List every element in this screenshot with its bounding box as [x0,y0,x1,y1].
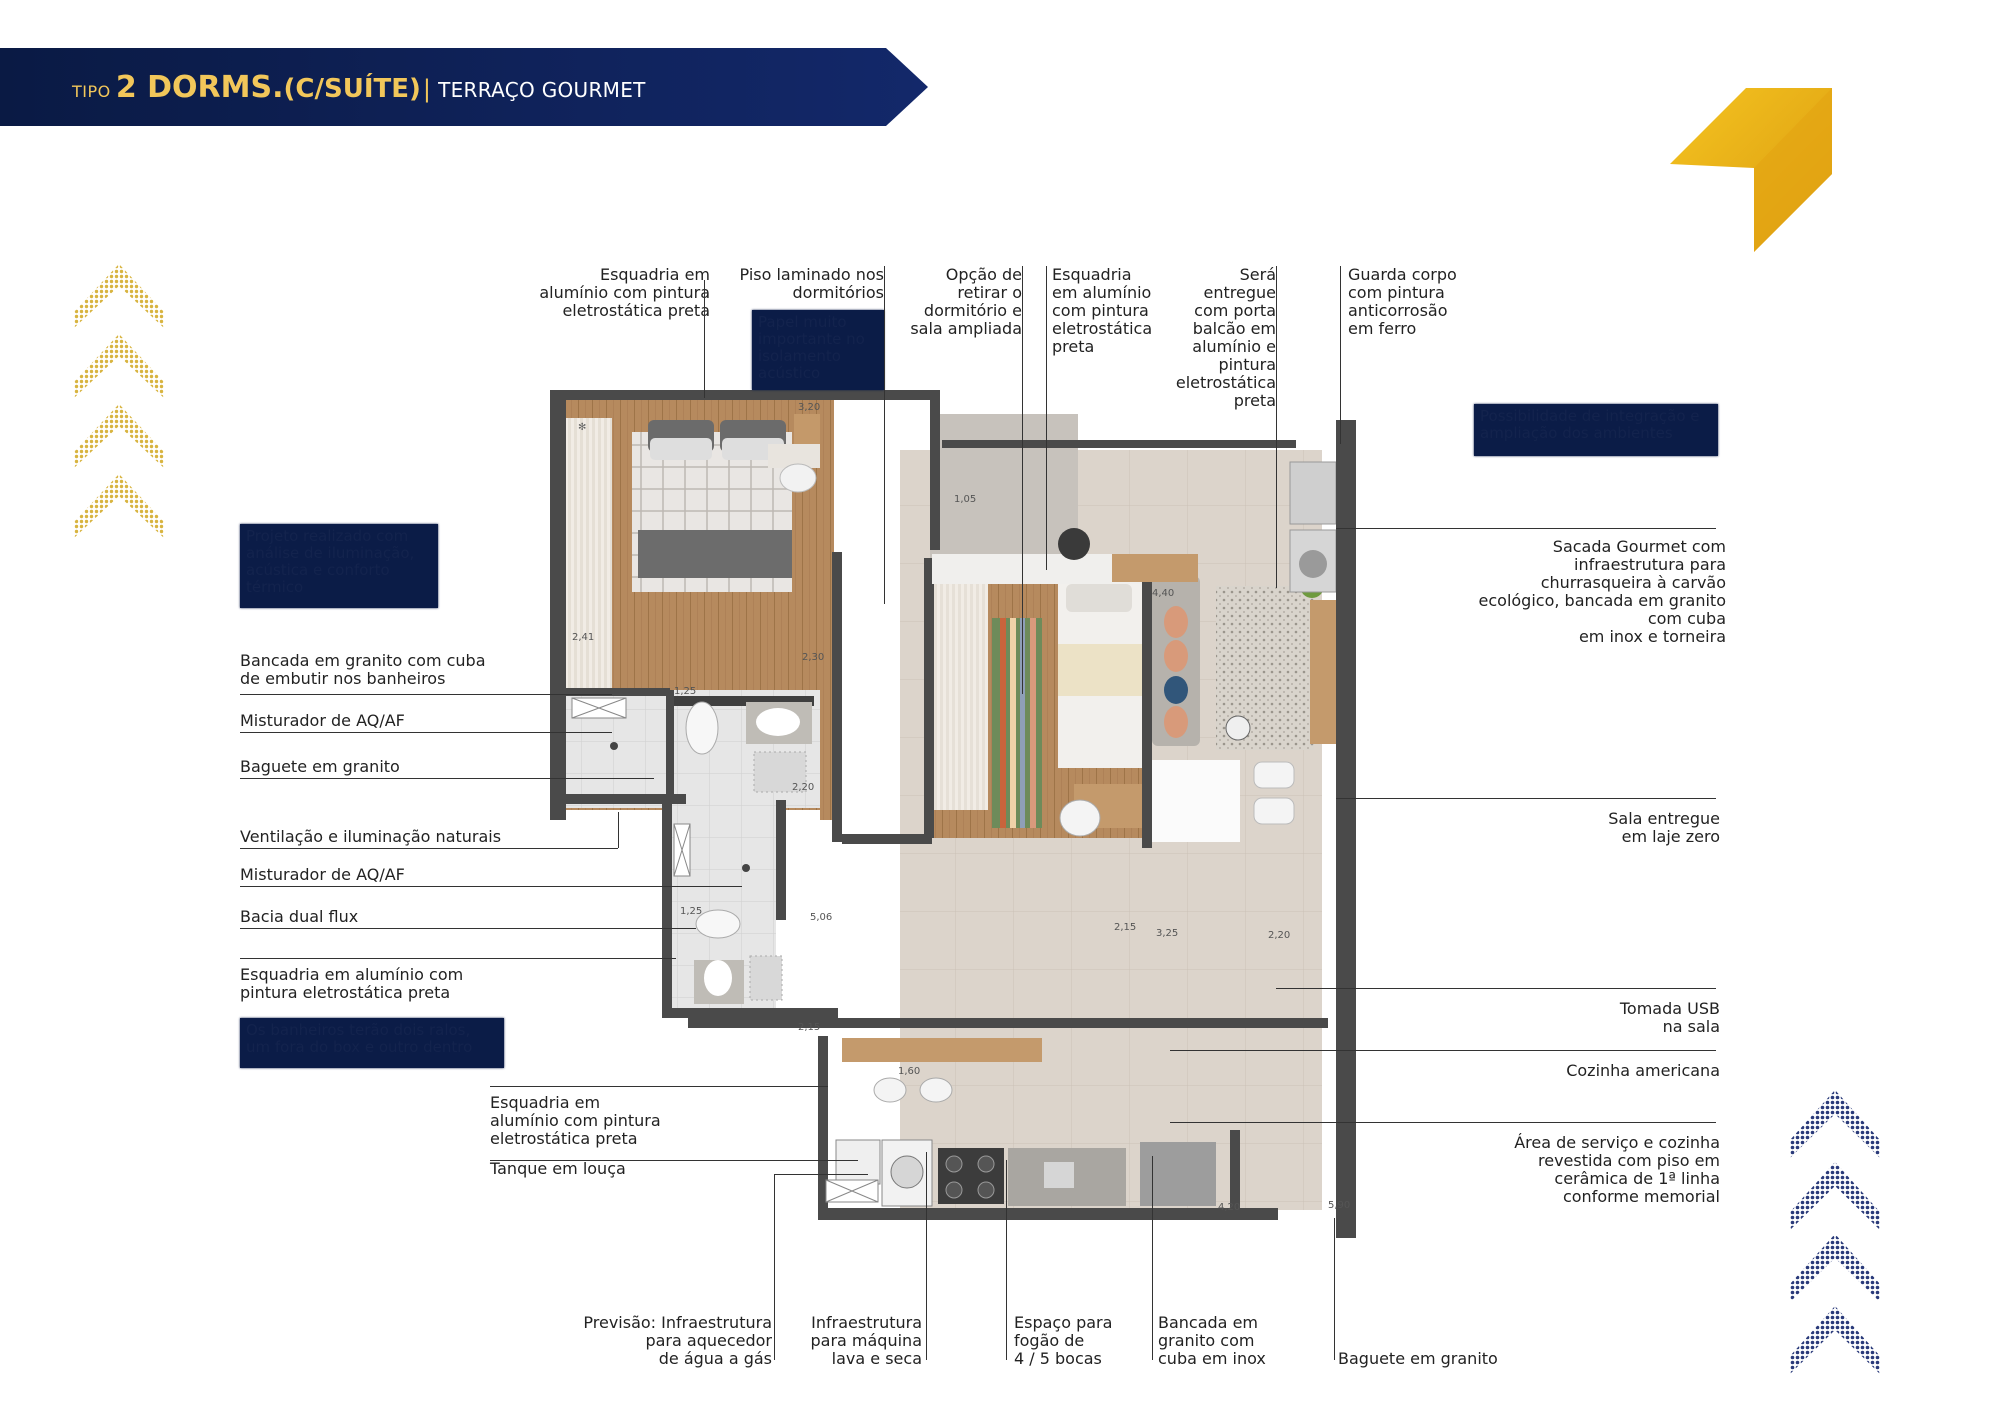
label-esquadria-top: Esquadria em alumínio com pintura eletro… [539,265,710,320]
label-misturador-2: Misturador de AQ/AF [240,865,405,884]
label-piso-laminado: Piso laminado nos dormitórios [739,265,884,302]
leader-line [1336,798,1716,800]
dim-label: 5,90 [1328,1200,1350,1211]
label-area-servico: Área de serviço e cozinha revestida com … [1514,1133,1720,1206]
leader-line [240,886,742,888]
leader-line [774,1174,868,1176]
leader-line [1336,528,1716,530]
label-opcao-dormitorio: Opção de retirar o dormitório e sala amp… [910,265,1022,338]
navy-chevron-icon [1790,1090,1880,1374]
header-title: TIPO 2 DORMS.(C/SUÍTE)| TERRAÇO GOURMET [72,70,646,105]
dim-label: 1,05 [954,494,976,505]
leader-line [618,812,620,848]
label-previsao-aquecedor: Previsão: Infraestrutura para aquecedor … [583,1313,772,1368]
label-sala-laje: Sala entregue em laje zero [1608,809,1720,846]
dim-label: 2,41 [572,632,594,643]
dim-label: 2,15 [1114,922,1136,933]
dim-label: 2,15 [798,1022,820,1033]
header-dorms: 2 DORMS. [115,70,284,105]
leader-line [884,266,886,604]
leader-line [1170,1050,1716,1052]
note-projeto: Projeto realizado com análise de ilumina… [240,524,438,608]
label-esquadria-servico: Esquadria em alumínio com pintura eletro… [490,1093,661,1148]
logo-arrow-icon [1670,88,1832,252]
leader-line [1276,266,1278,588]
dim-label: 1,25 [674,686,696,697]
leader-line [240,778,654,780]
leader-line [240,732,612,734]
header-tipo: TIPO [72,82,111,101]
floor-plan: ✻ [550,390,1356,1238]
label-ventilacao: Ventilação e iluminação naturais [240,827,502,846]
label-guarda-corpo: Guarda corpo com pintura anticorrosão em… [1348,265,1457,338]
gold-chevron-icon [74,264,164,538]
label-bancada-inox: Bancada em granito com cuba em inox [1158,1313,1266,1368]
leader-line [240,694,612,696]
leader-line [1006,1160,1008,1360]
dim-label: 4,20 [1218,1202,1240,1213]
header-gourmet: TERRAÇO GOURMET [438,78,646,102]
leader-line [240,958,676,960]
leader-line [1046,266,1048,570]
leader-line [490,1086,828,1088]
header-suite: (C/SUÍTE) [283,74,421,104]
dim-label: 2,20 [1268,930,1290,941]
leader-line [490,1160,858,1162]
leader-line [926,1152,928,1360]
dim-label: 3,25 [1156,928,1178,939]
label-bacia-dual: Bacia dual flux [240,907,359,926]
leader-line [1334,1218,1336,1360]
label-baguete-granito-1: Baguete em granito [240,757,400,776]
leader-line [1340,266,1342,444]
label-baguete-granito-2: Baguete em granito [1338,1349,1498,1368]
label-tanque: Tanque em louça [490,1159,626,1178]
note-possibilidade: Possibilidade de integração e ampliação … [1474,404,1718,456]
note-papel: Papel muito importante no isolamento acú… [752,310,884,390]
dim-label: 2,20 [792,782,814,793]
dim-label: 3,20 [798,402,820,413]
dim-label: 1,25 [680,906,702,917]
leader-line [704,280,706,398]
leader-line [774,1174,776,1360]
leader-line [240,928,696,930]
leader-line [1276,988,1716,990]
label-lava-seca: Infraestrutura para máquina lava e seca [810,1313,922,1368]
label-esquadria-banheiro: Esquadria em alumínio com pintura eletro… [240,965,464,1002]
header-ribbon: TIPO 2 DORMS.(C/SUÍTE)| TERRAÇO GOURMET [0,48,928,126]
header-separator: | [422,75,431,103]
leader-line [1152,1156,1154,1360]
label-esquadria-sala: Esquadria em alumínio com pintura eletro… [1052,265,1153,356]
label-cozinha-americana: Cozinha americana [1566,1061,1720,1080]
label-sacada-gourmet: Sacada Gourmet com infraestrutura para c… [1478,537,1726,646]
label-bancada-banheiros: Bancada em granito com cuba de embutir n… [240,651,486,688]
label-fogao: Espaço para fogão de 4 / 5 bocas [1014,1313,1113,1368]
dim-label: 5,06 [810,912,832,923]
label-porta-balcao: Será entregue com porta balcão em alumín… [1175,265,1276,410]
dim-label: 2,30 [802,652,824,663]
leader-line [240,848,618,850]
dim-label: 4,40 [1152,588,1174,599]
dim-label: 1,60 [898,1066,920,1077]
leader-line [1022,266,1024,694]
svg-text:✻: ✻ [578,422,586,433]
label-misturador-1: Misturador de AQ/AF [240,711,405,730]
leader-line [1170,1122,1716,1124]
label-tomada-usb: Tomada USB na sala [1619,999,1720,1036]
note-banheiros: Os banheiros terão dois ralos, um fora d… [240,1018,504,1068]
